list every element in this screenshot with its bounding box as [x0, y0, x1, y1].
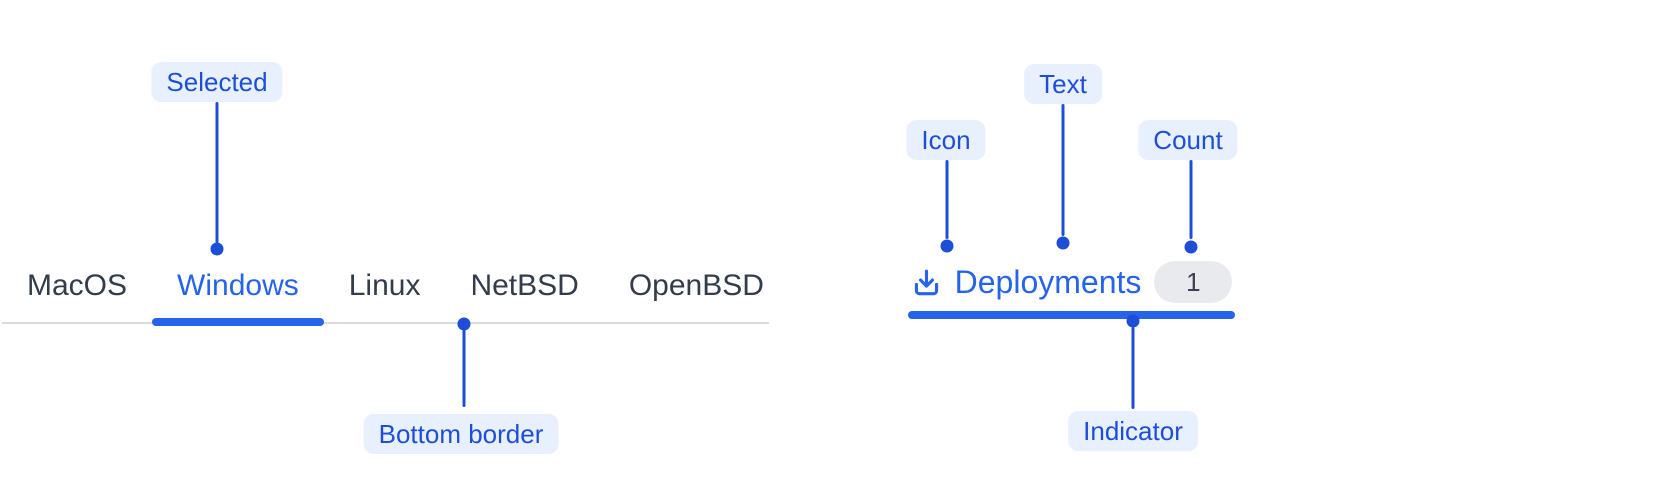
tab-deployments-label: Deployments — [954, 264, 1142, 300]
text-annotation-dot — [1056, 236, 1070, 250]
text-annotation-label: Text — [1024, 64, 1102, 104]
selected-tab-indicator — [152, 318, 324, 326]
tab-windows-selected[interactable]: Windows — [152, 250, 324, 326]
bottom-border-annotation-line — [462, 329, 466, 407]
tab-linux[interactable]: Linux — [324, 250, 446, 322]
tab-macos[interactable]: MacOS — [2, 250, 152, 322]
tab-label: OpenBSD — [628, 269, 764, 302]
indicator-annotation-line — [1131, 327, 1135, 409]
count-annotation-line — [1189, 160, 1193, 239]
selected-annotation-line — [215, 102, 219, 243]
os-tab-bar: MacOS Windows Linux NetBSD OpenBSD — [2, 250, 769, 326]
count-annotation-label: Count — [1138, 120, 1238, 160]
count-annotation-dot — [1184, 240, 1198, 254]
tab-label: Linux — [348, 269, 421, 302]
indicator-annotation-label: Indicator — [1068, 411, 1198, 451]
selected-annotation-dot — [210, 242, 224, 256]
selected-annotation-label: Selected — [151, 62, 283, 102]
tab-label: NetBSD — [470, 269, 579, 302]
tab-openbsd[interactable]: OpenBSD — [604, 250, 789, 322]
tab-deployments-content: Deployments 1 — [908, 257, 1235, 307]
icon-annotation-dot — [940, 239, 954, 253]
tab-label: MacOS — [27, 269, 128, 302]
indicator-annotation-dot — [1126, 314, 1140, 328]
bottom-border-annotation-dot — [457, 317, 471, 331]
tab-label: Windows — [177, 269, 299, 302]
bottom-border-annotation-label: Bottom border — [363, 414, 559, 454]
tab-netbsd[interactable]: NetBSD — [445, 250, 603, 322]
icon-annotation-label: Icon — [906, 120, 986, 160]
download-icon — [914, 269, 938, 295]
tab-deployments[interactable]: Deployments 1 — [908, 257, 1235, 319]
tab-deployments-indicator — [908, 311, 1235, 319]
tab-deployments-count-badge: 1 — [1154, 261, 1233, 303]
icon-annotation-line — [945, 160, 949, 239]
text-annotation-line — [1061, 104, 1065, 236]
